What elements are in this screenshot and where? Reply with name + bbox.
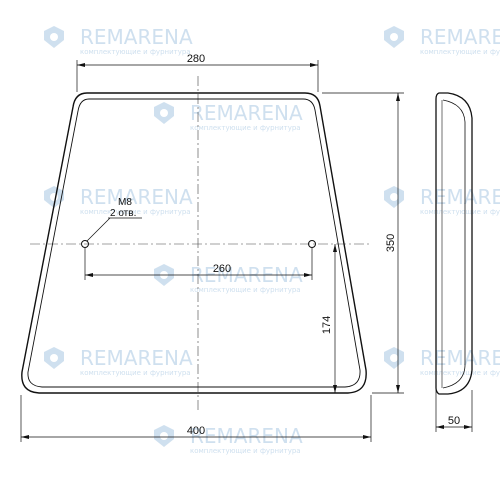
mounting-hole-right	[308, 240, 316, 248]
watermark: REMARENA комплектующие и фурнитура	[154, 424, 303, 455]
watermark-brand: REMARENA	[80, 346, 193, 370]
hole-height-arrow-bottom	[333, 385, 337, 393]
watermark-tagline: комплектующие и фурнитура	[80, 48, 191, 56]
height-label: 350	[385, 234, 397, 252]
thickness-label: 50	[448, 415, 460, 427]
dimension-lines	[20, 60, 473, 442]
watermark-tagline: комплектующие и фурнитура	[420, 208, 500, 216]
watermark-tagline: комплектующие и фурнитура	[190, 124, 301, 132]
bottom-width-arrow-right	[363, 435, 371, 439]
watermark-tagline: комплектующие и фурнитура	[80, 369, 191, 377]
hole-spacing-arrow-left	[85, 273, 93, 277]
watermark-tagline: комплектующие и фурнитура	[80, 208, 191, 216]
callout-thread-label: M8	[118, 197, 132, 208]
bottom-width-label: 400	[187, 425, 205, 437]
watermark: REMARENA комплектующие и фурнитура	[384, 185, 500, 216]
top-width-label: 280	[187, 53, 205, 65]
hole-spacing-label: 260	[213, 263, 231, 275]
height-arrow-bottom	[396, 385, 400, 393]
side-outer-profile	[435, 92, 473, 395]
watermark-brand: REMARENA	[80, 185, 193, 209]
hole-height-arrow-top	[333, 244, 337, 252]
watermark-layer: REMARENA комплектующие и фурнитура REMAR…	[44, 25, 500, 455]
watermark-brand: REMARENA	[420, 185, 500, 209]
side-inner-profile	[442, 99, 466, 389]
watermark-brand: REMARENA	[80, 25, 193, 49]
watermark-tagline: комплектующие и фурнитура	[190, 447, 301, 455]
panel-inner-outline	[27, 98, 361, 388]
hole-height-label: 174	[321, 316, 333, 334]
top-width-arrow-right	[310, 63, 318, 67]
top-width-arrow-left	[77, 63, 85, 67]
watermark-brand: REMARENA	[190, 101, 303, 125]
callout-holes-label: 2 отв.	[110, 208, 136, 219]
side-view	[435, 92, 473, 395]
watermark: REMARENA комплектующие и фурнитура	[44, 346, 193, 377]
watermark: REMARENA комплектующие и фурнитура	[44, 185, 193, 216]
watermark: REMARENA комплектующие и фурнитура	[384, 25, 500, 56]
watermark: REMARENA комплектующие и фурнитура	[384, 346, 500, 377]
panel-outer-outline	[21, 92, 367, 394]
watermark-brand: REMARENA	[420, 25, 500, 49]
dimension-labels: 280 400 350 260 174 50 M8 2 отв.	[110, 53, 460, 437]
thickness-arrow-right	[464, 425, 472, 429]
watermark: REMARENA комплектующие и фурнитура	[44, 25, 193, 56]
watermark-brand: REMARENA	[190, 424, 303, 448]
mounting-hole-left	[81, 240, 89, 248]
hole-spacing-arrow-right	[304, 273, 312, 277]
watermark-tagline: комплектующие и фурнитура	[190, 286, 301, 294]
watermark-brand: REMARENA	[420, 346, 500, 370]
bottom-width-arrow-left	[21, 435, 29, 439]
callout-leader-line	[86, 217, 111, 242]
thickness-arrow-left	[436, 425, 444, 429]
front-view	[21, 92, 367, 394]
center-axes	[30, 76, 370, 410]
height-arrow-top	[396, 93, 400, 101]
watermark-tagline: комплектующие и фурнитура	[420, 48, 500, 56]
watermark-tagline: комплектующие и фурнитура	[420, 369, 500, 377]
watermark: REMARENA комплектующие и фурнитура	[154, 101, 303, 132]
